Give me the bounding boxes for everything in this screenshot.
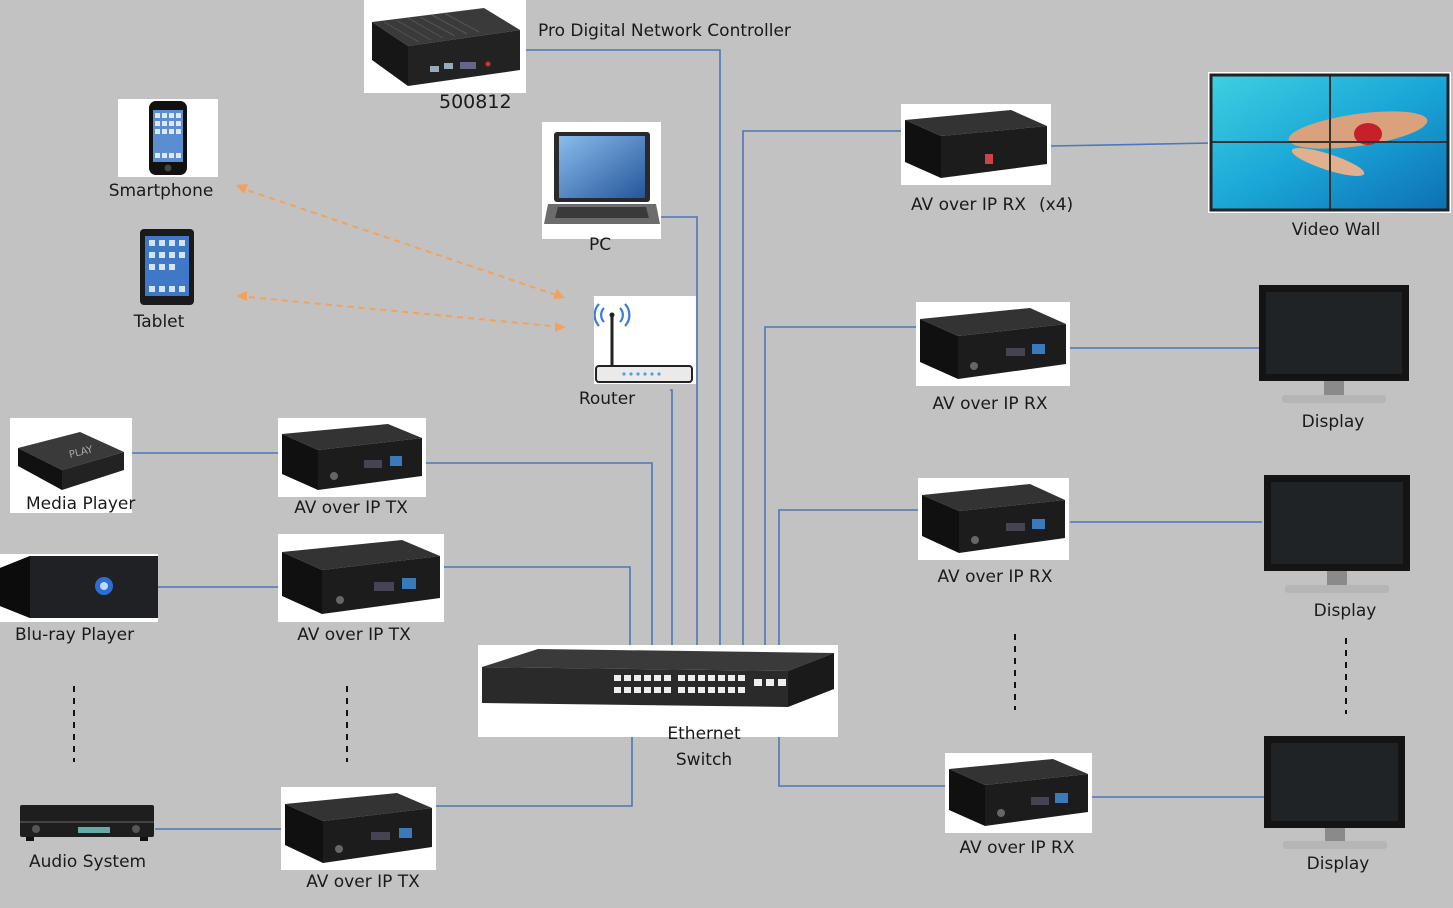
wireless-tablet-router [237,295,563,328]
controller-device [364,0,526,93]
wireless-smartphone-router [237,186,563,298]
rx1-label: AV over IP RX [932,394,1048,414]
ethernet-switch-device [478,645,838,737]
display2-device [1264,475,1410,593]
display3-label: Display [1306,854,1370,874]
switch-label-line2: Switch [675,750,733,770]
wire-tx1-switch [426,462,653,690]
smartphone-device [118,99,218,177]
rx3-device [945,753,1092,833]
smartphone-label: Smartphone [108,181,214,201]
tablet-device [140,229,194,305]
display1-label: Display [1301,412,1365,432]
wire-router-switch [670,389,673,690]
switch-label-line1: Ethernet [667,724,741,744]
bluray-player-label: Blu-ray Player [15,625,135,645]
media-player-label: Media Player [26,494,136,514]
tx2-label: AV over IP TX [297,625,411,645]
arrowhead [555,322,566,332]
wire-rxwall-videowall [1050,142,1213,147]
wire-rx1-switch [764,326,916,690]
tablet-label: Tablet [133,312,185,332]
rx1-device [916,302,1070,386]
rx-wall-label: AV over IP RX [911,195,1027,215]
rx-wall-count-label: (x4) [1039,195,1074,215]
display1-device [1259,285,1409,403]
wire-pc-switch [660,216,698,690]
arrowhead [236,291,247,301]
rx2-label: AV over IP RX [937,567,1053,587]
audio-system-label: Audio System [29,852,147,872]
arrowhead [553,289,565,299]
tx2-device [278,534,444,622]
router-device [593,296,696,384]
bluray-player-device [0,554,158,622]
controller-model-label: 500812 [439,91,512,113]
wire-controller-switch [526,49,721,690]
audio-system-device [20,805,154,841]
arrowhead [236,184,248,194]
tx1-device [278,418,426,497]
rx-wall-device [901,104,1051,185]
pc-label: PC [588,235,612,255]
tx3-device [281,787,436,870]
video-wall-device [1208,72,1451,213]
rx2-device [918,478,1069,560]
wire-rx2-switch [778,509,918,690]
controller-label: Pro Digital Network Controller [538,21,791,41]
tx3-label: AV over IP TX [306,872,420,892]
rx3-label: AV over IP RX [959,838,1075,858]
media-player-device: PLAY [10,418,132,513]
wire-rxwall-switch [742,130,901,690]
tx1-label: AV over IP TX [294,498,408,518]
display2-label: Display [1313,601,1377,621]
display3-device [1264,736,1405,849]
pc-device [542,122,661,239]
video-wall-label: Video Wall [1291,220,1381,240]
router-label: Router [578,389,636,409]
